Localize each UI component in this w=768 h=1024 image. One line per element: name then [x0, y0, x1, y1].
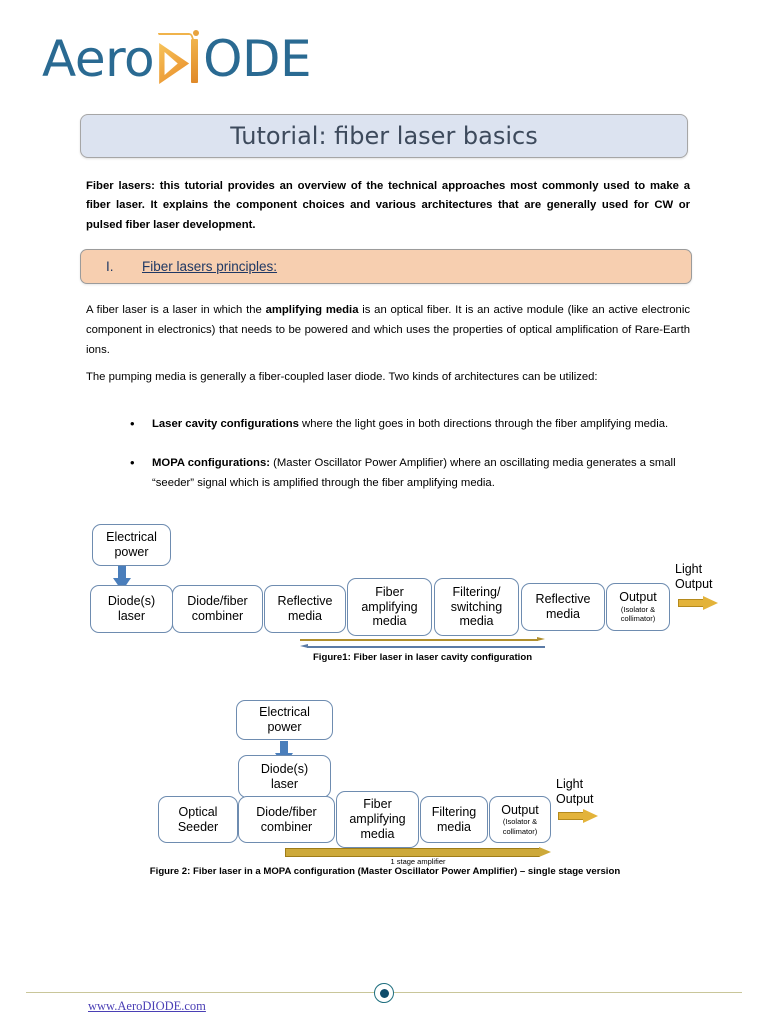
fig2-stage-amplifier-label: 1 stage amplifier: [390, 857, 446, 866]
list-item-text: MOPA configurations: (Master Oscillator …: [152, 454, 690, 493]
fig2-diode-l1: Diode(s): [260, 761, 309, 776]
fig1-electrical-power-box: Electrical power: [92, 524, 171, 566]
fig2-box-diode-laser: Diode(s) laser: [238, 755, 331, 798]
fig2-box-4-l1: Output: [501, 802, 539, 817]
fig1-box-2-l2: media: [287, 609, 323, 623]
page-title: Tutorial: fiber laser basics: [230, 122, 538, 150]
paragraph-2: The pumping media is generally a fiber-c…: [86, 371, 598, 383]
fig2-box-optical-seeder: Optical Seeder: [158, 796, 238, 843]
fig2-box-2-l3: media: [360, 826, 395, 841]
bullet-marker-icon: •: [130, 416, 135, 431]
fig2-box-0-l2: Seeder: [177, 819, 219, 834]
bullet-list: • Laser cavity configurations where the …: [130, 415, 690, 513]
fig2-box-filtering-media: Filtering media: [420, 796, 488, 843]
fig2-box-output: Output (Isolator & collimator): [489, 796, 551, 843]
logo-text-ode: ODE: [203, 30, 312, 88]
fig2-box-3-l1: Filtering: [431, 804, 477, 819]
list-item: • MOPA configurations: (Master Oscillato…: [130, 454, 690, 493]
fig1-box-6-sub2: collimator): [620, 614, 656, 624]
section-number: I.: [106, 259, 114, 274]
fig2-box-0-l1: Optical: [178, 804, 218, 819]
fig2-diode-l2: laser: [270, 776, 299, 791]
fig2-box-1-l1: Diode/fiber: [256, 804, 317, 819]
fig2-light-output-l2: Output: [556, 792, 594, 806]
fig2-electrical-power-box: Electrical power: [236, 700, 333, 740]
fig1-box-reflective-media-2: Reflective media: [521, 583, 605, 631]
fig1-box-0-l2: laser: [117, 609, 146, 623]
document-title-banner: Tutorial: fiber laser basics: [80, 114, 688, 158]
intro-paragraph: Fiber lasers: this tutorial provides an …: [86, 180, 690, 231]
list-item-bold: MOPA configurations:: [152, 457, 270, 470]
section-title: Fiber lasers principles:: [142, 259, 278, 274]
fig2-box-diode-fiber-combiner: Diode/fiber combiner: [238, 796, 335, 843]
fig1-light-output-arrow-icon: [678, 596, 718, 610]
fig2-box-fiber-amplifying-media: Fiber amplifying media: [336, 791, 419, 848]
fig1-box-diode-laser: Diode(s) laser: [90, 585, 173, 633]
fig1-box-diode-fiber-combiner: Diode/fiber combiner: [172, 585, 263, 633]
fig2-box-2-l2: amplifying: [349, 812, 406, 827]
section-header-banner: I. Fiber lasers principles:: [80, 249, 692, 284]
fig1-box-3-l1: Fiber: [375, 584, 404, 599]
fig1-box-6-sub1: (Isolator &: [620, 604, 656, 614]
fig1-power-line2: power: [114, 545, 149, 559]
logo-i-bar: [191, 39, 199, 83]
fig1-cavity-arrow-forward-icon: [300, 637, 545, 642]
fig1-caption: Figure1: Fiber laser in laser cavity con…: [312, 652, 533, 663]
fig2-light-output-label: Light Output: [556, 777, 594, 807]
fig1-power-line1: Electrical: [106, 530, 157, 545]
fig1-box-5-l2: media: [545, 607, 581, 621]
fig1-cavity-arrow-backward-icon: [300, 644, 545, 649]
fig1-box-1-l1: Diode/fiber: [187, 594, 248, 609]
fig1-light-output-label: Light Output: [675, 562, 713, 592]
fig1-box-reflective-media-1: Reflective media: [264, 585, 346, 633]
list-item-rest: (Master Oscillator Power Amplifier) wher…: [152, 457, 676, 489]
fig2-power-line1: Electrical: [259, 705, 310, 720]
footer-website-link[interactable]: www.AeroDIODE.com: [88, 999, 206, 1013]
aerodiode-logo: Aero ODE: [42, 26, 312, 88]
fig1-box-5-l1: Reflective: [535, 592, 591, 607]
fig1-box-3-l3: media: [372, 614, 407, 629]
fig1-box-6-l1: Output: [619, 590, 657, 605]
logo-text-aero: Aero: [42, 30, 155, 88]
fig1-box-output: Output (Isolator & collimator): [606, 583, 670, 631]
logo-d-icon: [156, 30, 202, 84]
paragraph-1: A fiber laser is a laser in which the am…: [86, 300, 690, 360]
fig2-light-output-arrow-icon: [558, 809, 598, 823]
fig2-box-2-l1: Fiber: [363, 797, 392, 812]
footer-target-icon: [374, 983, 394, 1003]
fig2-box-4-sub2: collimator): [502, 826, 538, 836]
paragraph-1-part-c: is an optical fiber. It is an active mod…: [86, 304, 691, 357]
list-item: • Laser cavity configurations where the …: [130, 415, 690, 434]
fig1-box-fiber-amplifying-media: Fiber amplifying media: [347, 578, 432, 636]
list-item-rest: where the light goes in both directions …: [298, 418, 669, 430]
fig1-box-4-l3: media: [459, 614, 494, 629]
fig2-caption: Figure 2: Fiber laser in a MOPA configur…: [149, 866, 621, 877]
fig2-power-line2: power: [267, 720, 302, 734]
fig1-box-4-l1: Filtering/: [452, 584, 501, 599]
fig1-box-0-l1: Diode(s): [107, 594, 156, 609]
fig1-box-filtering-switching-media: Filtering/ switching media: [434, 578, 519, 636]
bullet-marker-icon: •: [130, 455, 135, 471]
fig1-box-1-l2: combiner: [191, 609, 244, 623]
fig1-box-4-l2: switching: [450, 599, 503, 614]
list-item-text: Laser cavity configurations where the li…: [152, 415, 690, 434]
paragraph-1-emphasis: amplifying media: [265, 304, 359, 316]
fig2-box-4-sub1: (Isolator &: [502, 817, 538, 827]
fig2-box-3-l2: media: [436, 819, 472, 834]
fig1-box-3-l2: amplifying: [361, 599, 418, 614]
list-item-bold: Laser cavity configurations: [152, 418, 299, 430]
fig2-light-output-l1: Light: [556, 777, 584, 791]
fig1-light-output-l1: Light: [675, 562, 703, 576]
fig1-box-2-l1: Reflective: [277, 594, 333, 609]
logo-dot-icon: [193, 30, 200, 36]
fig1-light-output-l2: Output: [675, 577, 713, 591]
fig2-stage-amplifier-arrow-icon: [285, 847, 551, 858]
paragraph-1-part-a: A fiber laser is a laser in which the: [86, 304, 266, 316]
fig2-box-1-l2: combiner: [260, 819, 313, 834]
